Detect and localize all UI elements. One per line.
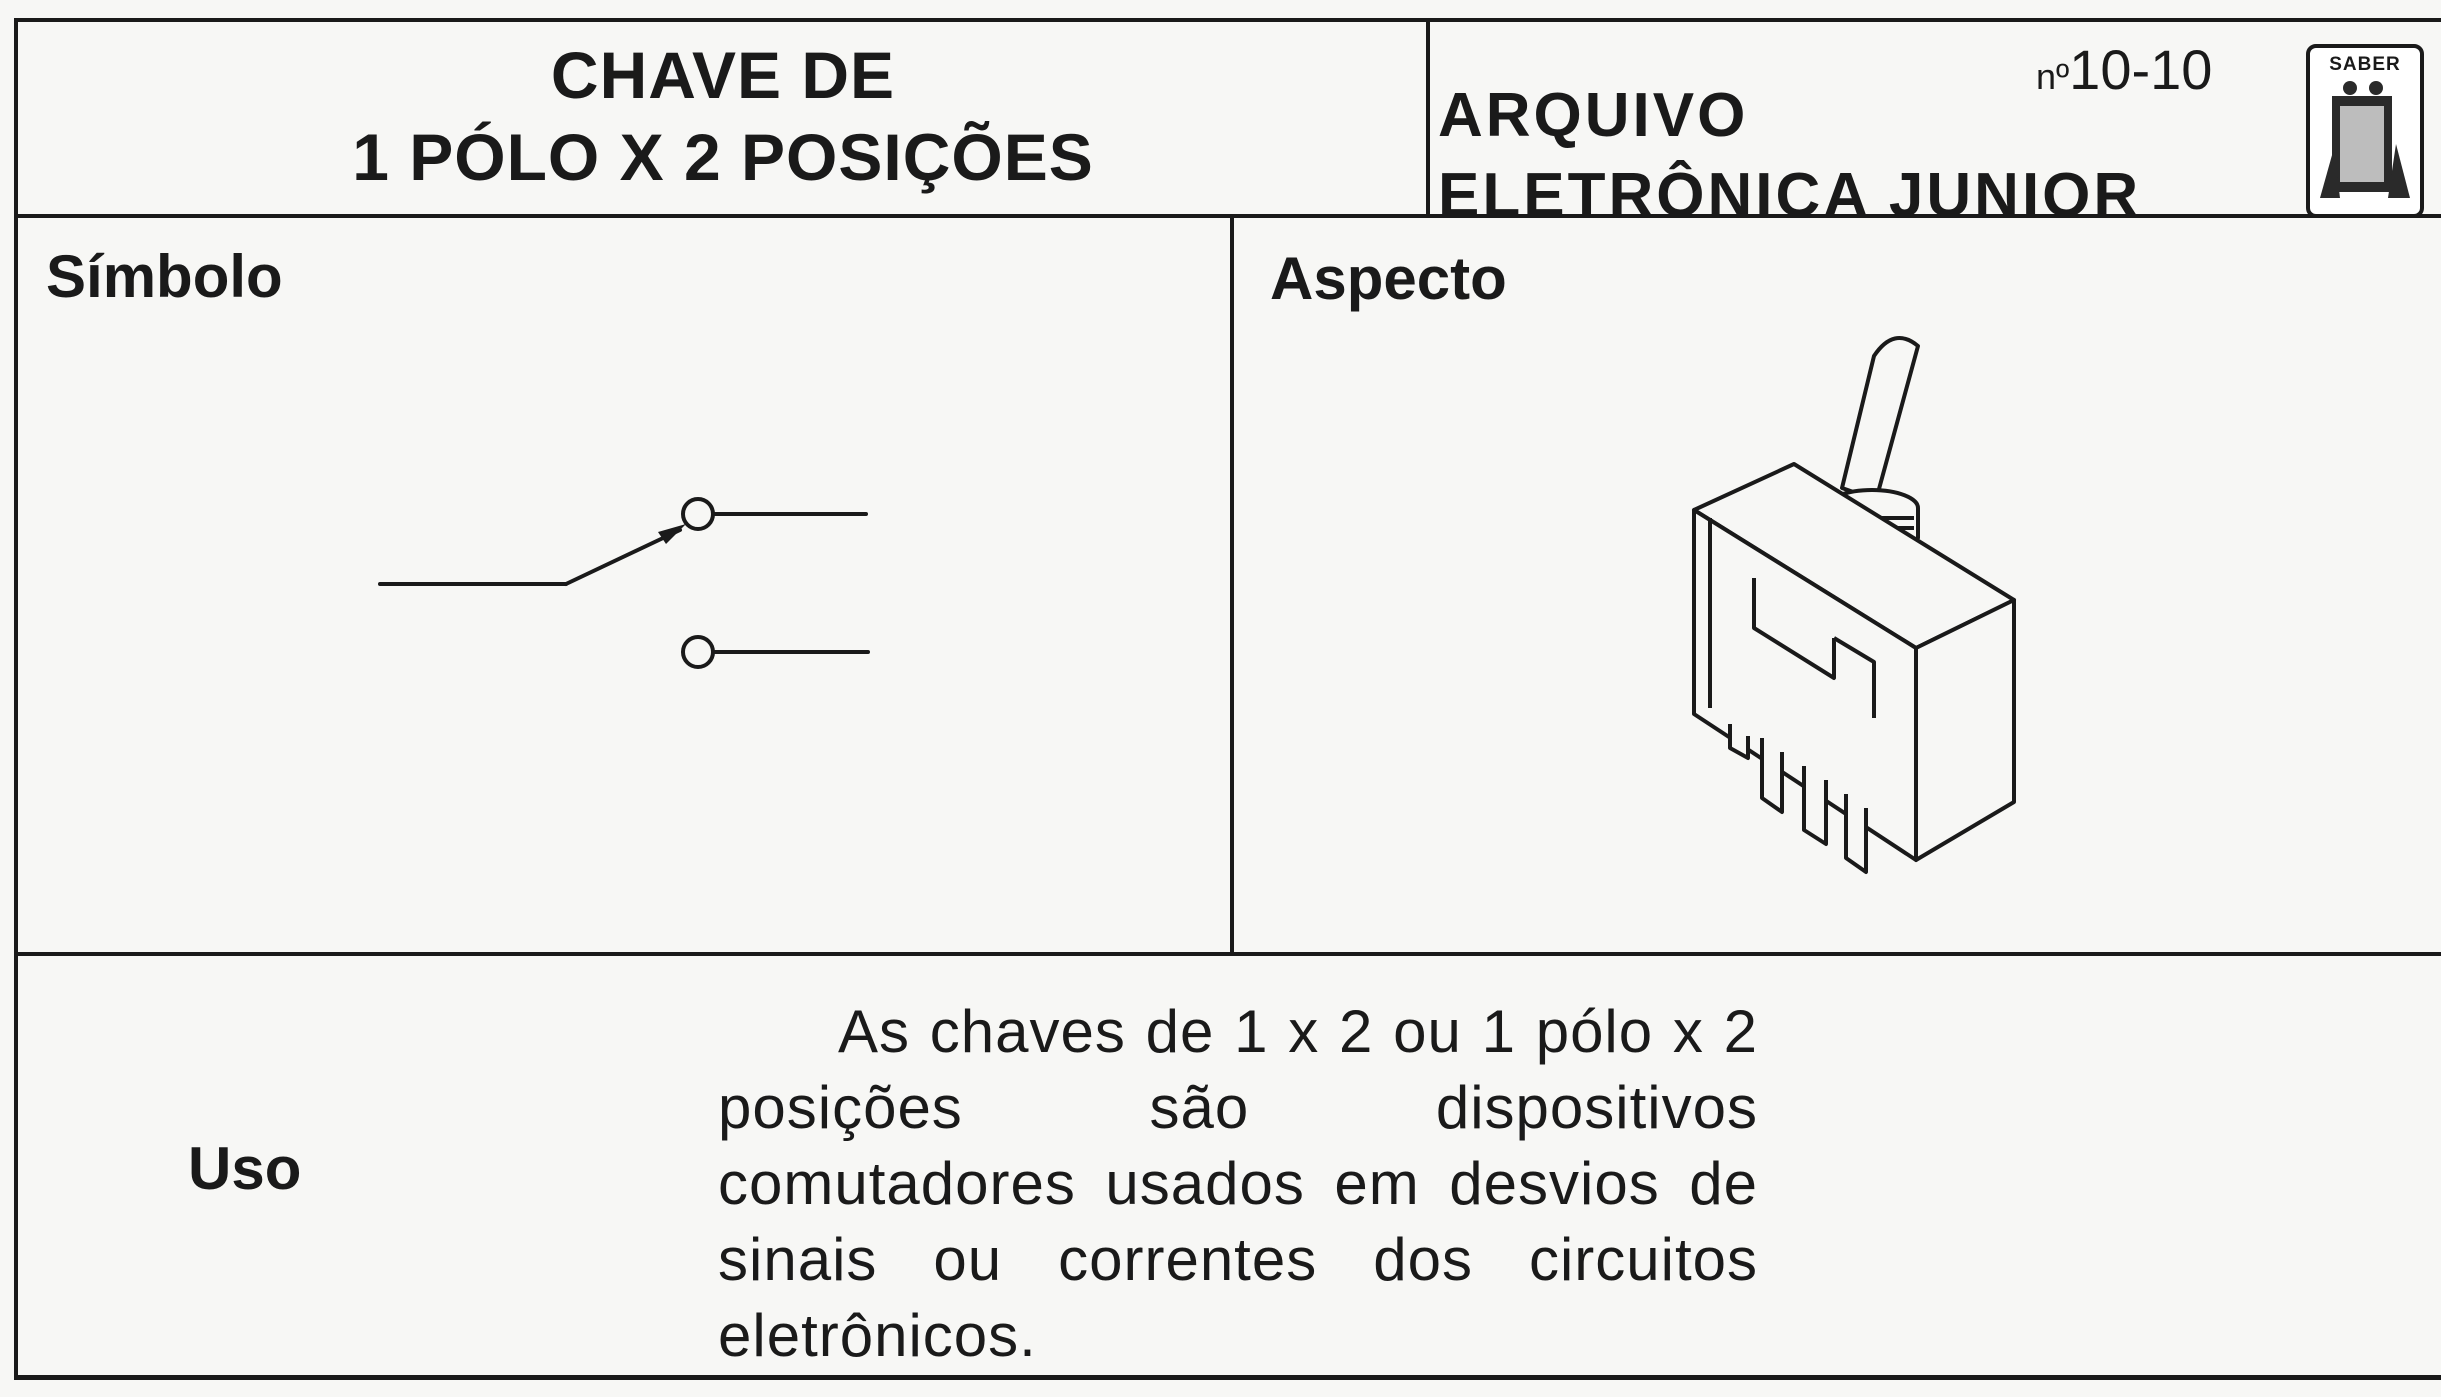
logo-figure	[2320, 81, 2410, 198]
title-line-1: CHAVE DE	[550, 38, 896, 112]
section-separator	[1230, 218, 1234, 952]
header-divider	[18, 214, 2441, 218]
archive-line-1: ARQUIVO	[1438, 81, 1749, 150]
issue-number: nº10-10	[2036, 38, 2212, 109]
header-separator	[1426, 22, 1430, 214]
archive-name: ARQUIVO ELETRÔNICA JUNIOR	[1438, 76, 2141, 236]
logo-text: SABER	[2329, 54, 2401, 75]
saber-logo-icon: SABER	[2306, 44, 2424, 218]
archive-line-2: ELETRÔNICA JUNIOR	[1438, 161, 2142, 230]
issue-prefix: nº	[2036, 56, 2070, 97]
symbol-label: Símbolo	[46, 243, 283, 310]
usage-text: As chaves de 1 x 2 ou 1 pólo x 2 posiçõe…	[718, 998, 1758, 1369]
issue-value: 10-10	[2069, 38, 2213, 101]
card-title: CHAVE DE 1 PÓLO X 2 POSIÇÕES	[18, 34, 1428, 198]
title-line-2: 1 PÓLO X 2 POSIÇÕES	[352, 120, 1094, 194]
usage-divider	[18, 952, 2441, 956]
usage-label: Uso	[188, 1135, 302, 1202]
spdt-switch-symbol-icon	[378, 497, 870, 669]
archive-card: CHAVE DE 1 PÓLO X 2 POSIÇÕES ARQUIVO ELE…	[14, 18, 2441, 1380]
toggle-switch-illustration-icon	[1692, 336, 2016, 874]
aspect-label: Aspecto	[1270, 245, 1507, 312]
